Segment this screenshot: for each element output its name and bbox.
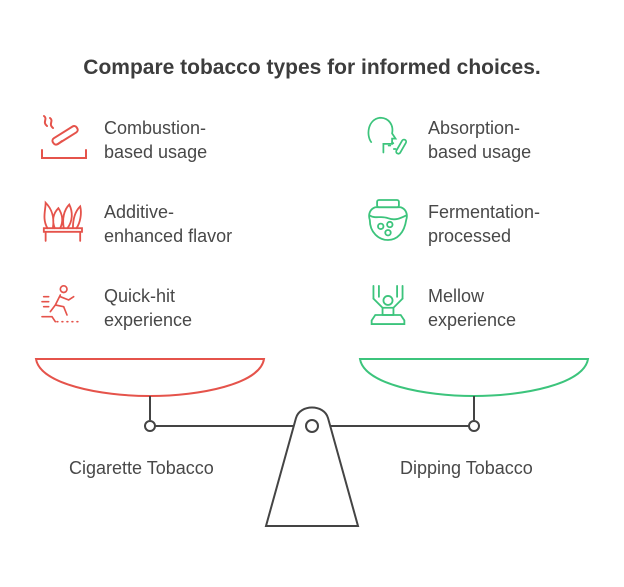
item-line: processed xyxy=(428,226,512,246)
item-line: experience xyxy=(104,310,193,330)
item-line: Additive- xyxy=(104,202,175,222)
jar-icon xyxy=(368,199,408,241)
diagram-title: Compare tobacco types for informed choic… xyxy=(83,56,541,79)
left-joint xyxy=(144,420,156,432)
cigarette-icon xyxy=(41,115,87,159)
left-pan xyxy=(34,358,266,398)
head-inhale-icon xyxy=(367,116,408,155)
right-pan xyxy=(358,358,590,398)
item-line: based usage xyxy=(428,142,532,162)
running-person-icon xyxy=(41,285,80,323)
right-joint xyxy=(468,420,480,432)
item-line: Quick-hit xyxy=(104,286,176,306)
item-line: Mellow xyxy=(428,286,485,306)
right-item-3: Mellow experience xyxy=(428,284,516,332)
item-line: Combustion- xyxy=(104,118,207,138)
right-label: Dipping Tobacco xyxy=(400,458,533,478)
right-item-1: Absorption- based usage xyxy=(428,116,531,164)
left-label: Cigarette Tobacco xyxy=(69,458,214,478)
item-line: experience xyxy=(428,310,517,330)
item-line: Fermentation- xyxy=(428,202,541,222)
pivot xyxy=(305,419,319,433)
item-line: enhanced flavor xyxy=(104,226,233,246)
fulcrum xyxy=(264,406,360,527)
leaves-icon xyxy=(42,200,83,242)
left-item-3: Quick-hit experience xyxy=(104,284,192,332)
right-item-2: Fermentation- processed xyxy=(428,200,540,248)
relaxed-person-icon xyxy=(370,284,406,325)
left-item-2: Additive- enhanced flavor xyxy=(104,200,232,248)
item-line: based usage xyxy=(104,142,208,162)
left-item-1: Combustion- based usage xyxy=(104,116,207,164)
item-line: Absorption- xyxy=(428,118,521,138)
